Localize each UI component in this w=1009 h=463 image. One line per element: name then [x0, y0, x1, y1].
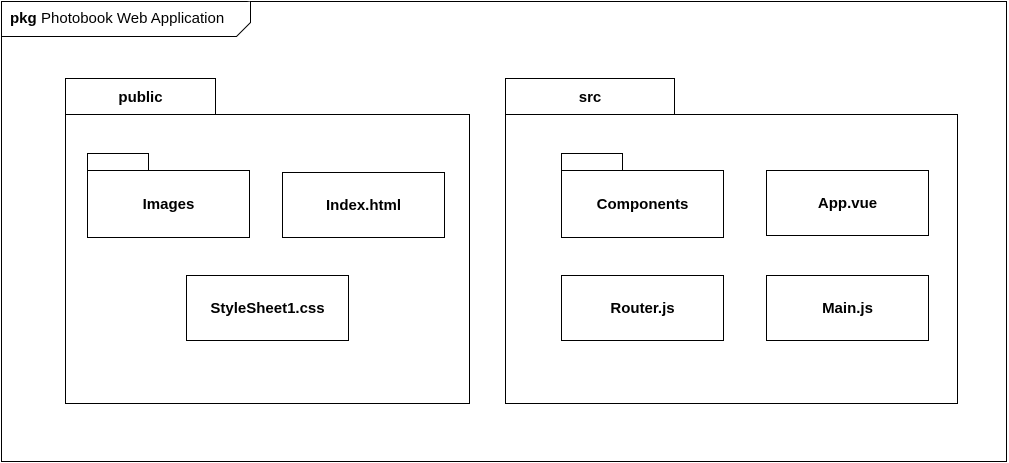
file-app-vue[interactable]: App.vue	[766, 170, 929, 236]
folder-images[interactable]: Images	[87, 153, 250, 238]
package-src-tab	[505, 78, 675, 115]
file-index-html-label: Index.html	[326, 197, 401, 214]
file-stylesheet[interactable]: StyleSheet1.css	[186, 275, 349, 341]
package-src-label: src	[579, 89, 602, 106]
file-main-js-label: Main.js	[822, 300, 873, 317]
package-public-label: public	[118, 89, 162, 106]
frame-keyword: pkg	[10, 10, 37, 27]
file-stylesheet-label: StyleSheet1.css	[210, 300, 324, 317]
package-public[interactable]: public Images Index.html StyleSheet1.css	[65, 78, 470, 404]
folder-images-label: Images	[143, 196, 195, 213]
file-main-js[interactable]: Main.js	[766, 275, 929, 341]
file-index-html-box	[282, 172, 445, 238]
package-src[interactable]: src Components App.vue Router.js Main.js	[505, 78, 958, 404]
folder-images-tab	[87, 153, 149, 171]
folder-components-body	[561, 170, 724, 238]
file-router-js-label: Router.js	[610, 300, 674, 317]
file-stylesheet-box	[186, 275, 349, 341]
folder-components[interactable]: Components	[561, 153, 724, 238]
file-index-html[interactable]: Index.html	[282, 172, 445, 238]
folder-images-body	[87, 170, 250, 238]
file-main-js-box	[766, 275, 929, 341]
package-public-tab	[65, 78, 216, 115]
frame-name-tab	[1, 1, 251, 37]
frame-title: Photobook Web Application	[41, 10, 224, 27]
file-app-vue-label: App.vue	[818, 195, 877, 212]
file-router-js-box	[561, 275, 724, 341]
folder-components-label: Components	[597, 196, 689, 213]
file-router-js[interactable]: Router.js	[561, 275, 724, 341]
folder-components-tab	[561, 153, 623, 171]
file-app-vue-box	[766, 170, 929, 236]
